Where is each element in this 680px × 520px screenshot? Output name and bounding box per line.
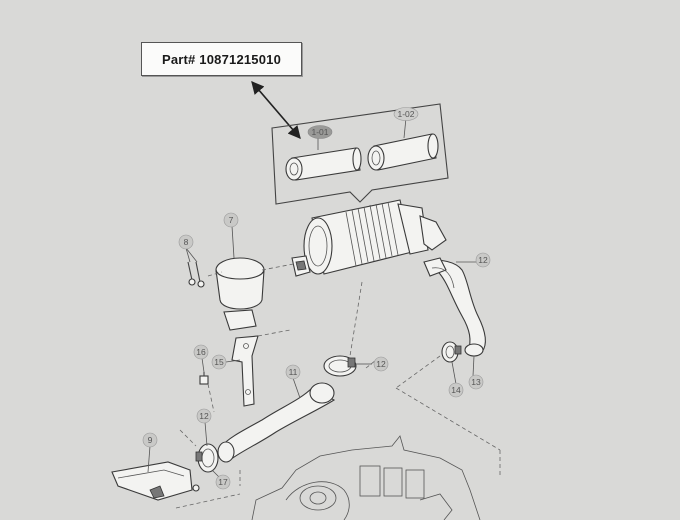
hose-clamp-12-middle [323,355,357,377]
svg-text:1-02: 1-02 [397,109,414,119]
callout-1-01: 1-01 [307,125,333,139]
intake-pipe-11 [217,382,336,463]
outlet-hose [423,257,487,357]
hose-clamp-14 [441,341,462,363]
svg-text:12: 12 [478,255,488,265]
inlet-duct-9 [111,461,200,501]
svg-text:9: 9 [148,435,153,445]
svg-text:1-01: 1-01 [311,127,328,137]
callout-13: 13 [468,374,484,390]
filter-element-inner [285,147,362,181]
svg-text:12: 12 [199,411,209,421]
callout-15: 15 [211,354,227,370]
filter-element-outer [367,133,439,171]
mounting-band-7 [215,257,265,331]
callout-1-02: 1-02 [393,107,419,121]
callout-12-middle: 12 [373,356,389,372]
part-number-label: Part# 10871215010 [161,51,282,67]
svg-text:12: 12 [376,359,386,369]
callout-11: 11 [285,364,301,380]
engine-outline [251,435,481,520]
callout-7: 7 [223,212,239,228]
callout-markers: 1-01 1-02 7 8 9 11 [142,107,491,490]
svg-text:15: 15 [214,357,224,367]
hose-clamp-12-lower [195,443,219,473]
callout-14: 14 [448,382,464,398]
svg-text:8: 8 [184,237,189,247]
bolts-8 [187,261,205,288]
svg-text:14: 14 [451,385,461,395]
air-cleaner-housing [291,199,447,277]
callout-12-upper: 12 [475,252,491,268]
svg-text:13: 13 [471,377,481,387]
svg-text:7: 7 [229,215,234,225]
svg-text:11: 11 [289,367,298,377]
element-group-frame [271,103,449,205]
support-bracket-15 [231,335,259,407]
svg-text:17: 17 [218,477,228,487]
bolt-16 [199,372,209,385]
part-number-label-box: Part# 10871215010 [141,42,302,76]
callout-9: 9 [142,432,158,448]
assembly-leader-lines [175,261,501,509]
svg-text:16: 16 [196,347,206,357]
callout-leaders [147,117,476,479]
callout-17: 17 [215,474,231,490]
callout-8: 8 [178,234,194,250]
callout-12-lower: 12 [196,408,212,424]
callout-16: 16 [193,344,209,360]
pointer-arrow [251,81,301,139]
